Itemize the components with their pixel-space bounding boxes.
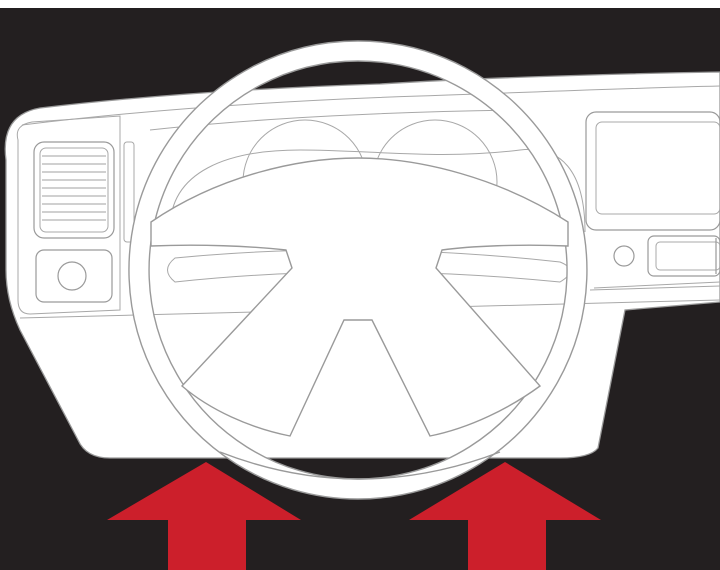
dashboard-illustration xyxy=(0,0,720,570)
dashboard-svg xyxy=(0,0,720,570)
